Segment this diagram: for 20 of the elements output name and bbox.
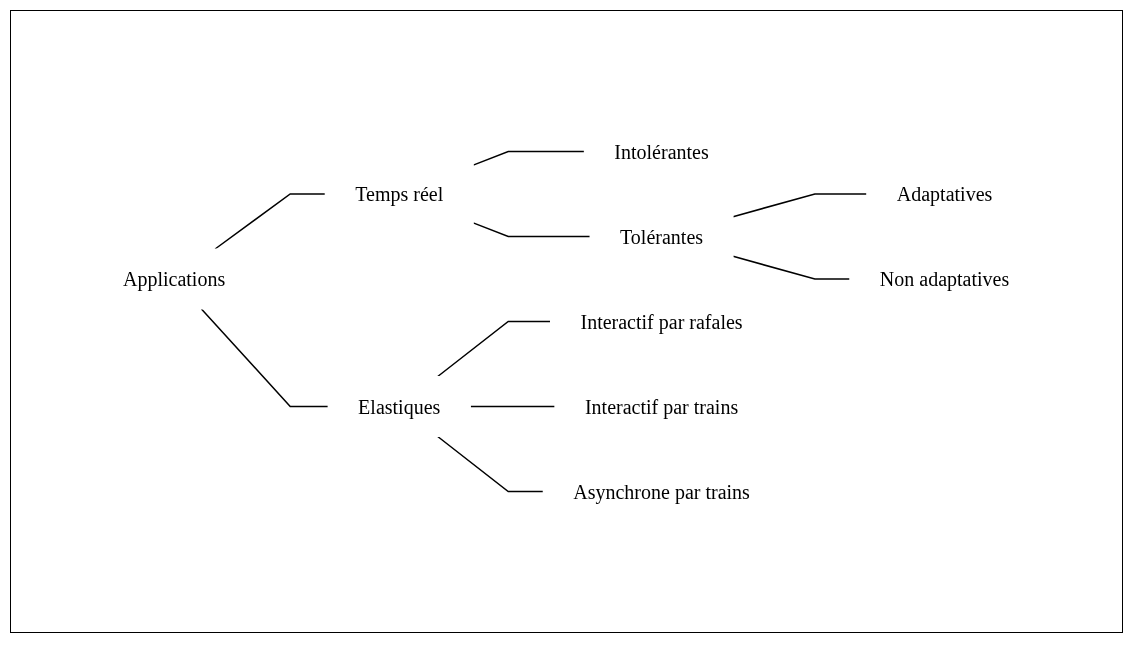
connector: [732, 193, 868, 218]
node-text: Applications: [123, 268, 226, 290]
connector: [437, 320, 552, 378]
node-text: Intolérantes: [614, 140, 710, 163]
node-text: Tolérantes: [620, 225, 704, 248]
connector: [472, 222, 592, 238]
connector: [469, 405, 556, 408]
connector: [214, 193, 327, 250]
node-text: Non adaptatives: [880, 268, 1010, 290]
diagram-frame: Applications Temps réel Elastiques Intolérantes Tolérantes Adaptatives Non adaptatives Interactif par rafales Interactif par trains Asynchrone par trains: [10, 10, 1123, 633]
connector: [201, 308, 330, 408]
node-text: Elastiques: [358, 395, 441, 418]
node-text: Adaptatives: [897, 183, 993, 205]
node-text: Interactif par trains: [585, 395, 739, 418]
connector: [472, 150, 586, 166]
node-text: Asynchrone par trains: [573, 480, 751, 503]
connector: [437, 435, 545, 493]
connector: [732, 255, 851, 280]
node-text: Temps réel: [355, 183, 444, 205]
node-text: Interactif par rafales: [580, 310, 743, 333]
